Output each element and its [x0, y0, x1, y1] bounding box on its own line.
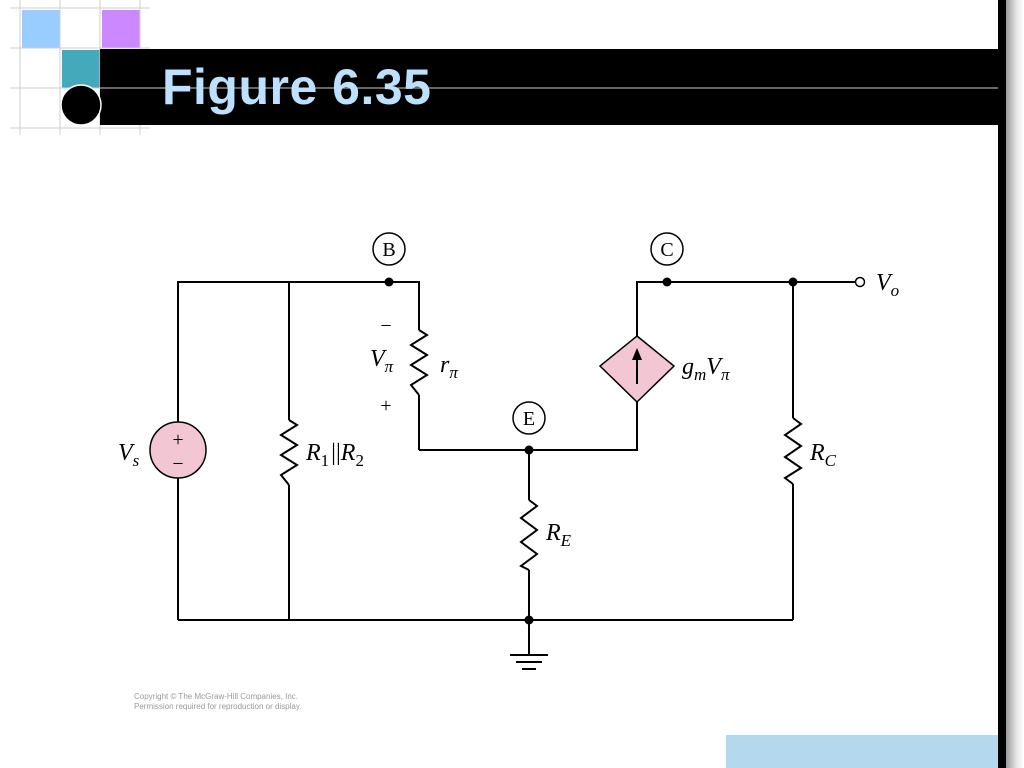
copyright-line-1: Copyright © The McGraw-Hill Companies, I… — [134, 692, 299, 701]
node-c-circle — [650, 232, 684, 266]
vpi-plus: + — [380, 395, 391, 417]
wires — [177, 281, 856, 670]
copyright-line-2: Permission required for reproduction or … — [134, 702, 302, 711]
rc-label: RC — [809, 440, 837, 470]
right-border — [998, 0, 1006, 768]
node-c-label: C — [660, 239, 673, 261]
circuit-diagram: + − B C E Vs R1||R2 rπ − Vπ + gmVπ RE RC… — [118, 232, 899, 670]
source-minus: − — [172, 453, 183, 475]
deco-square-purple — [102, 10, 140, 48]
title-bar — [100, 49, 998, 125]
ground-dot — [524, 615, 534, 625]
node-b-circle — [372, 232, 406, 266]
resistor-rc — [783, 417, 803, 485]
vpi-label: Vπ — [370, 346, 394, 376]
deco-circle-overlay — [60, 84, 102, 126]
wire-top-left — [177, 281, 420, 438]
wire-collector — [636, 281, 856, 348]
output-label: Vo — [876, 270, 899, 300]
r12-label: R1||R2 — [305, 440, 364, 470]
vpi-minus: − — [380, 315, 391, 337]
node-labels: B C E — [372, 232, 684, 435]
node-c-dot — [662, 277, 672, 287]
wire-emitter — [419, 402, 638, 451]
independent-voltage-source-icon — [149, 421, 207, 479]
right-shadow — [1006, 0, 1024, 768]
node-e-dot — [524, 445, 534, 455]
current-arrow-head — [632, 348, 642, 360]
node-b-label: B — [382, 239, 395, 261]
title-line-overlay — [100, 87, 998, 89]
deco-square-teal — [62, 50, 100, 88]
copyright-notice: Copyright © The McGraw-Hill Companies, I… — [134, 692, 301, 712]
deco-square-blue — [22, 10, 60, 48]
node-e-label: E — [523, 408, 535, 430]
corner-rect — [726, 735, 998, 768]
junction-rc-dot — [788, 277, 798, 287]
node-e-circle — [512, 401, 546, 435]
slide-title: Figure 6.35 — [162, 59, 432, 115]
gm-label: gmVπ — [682, 354, 730, 384]
node-b-dot — [384, 277, 394, 287]
source-label: Vs — [118, 440, 140, 470]
output-terminal — [854, 276, 866, 288]
re-label: RE — [545, 520, 572, 550]
deco-circle — [60, 84, 102, 126]
junction-dots — [384, 277, 798, 625]
resistor-re — [519, 499, 539, 571]
source-plus: + — [172, 429, 183, 451]
rpi-label: rπ — [440, 352, 458, 382]
resistor-r12 — [279, 419, 299, 486]
resistor-rpi — [409, 329, 429, 396]
